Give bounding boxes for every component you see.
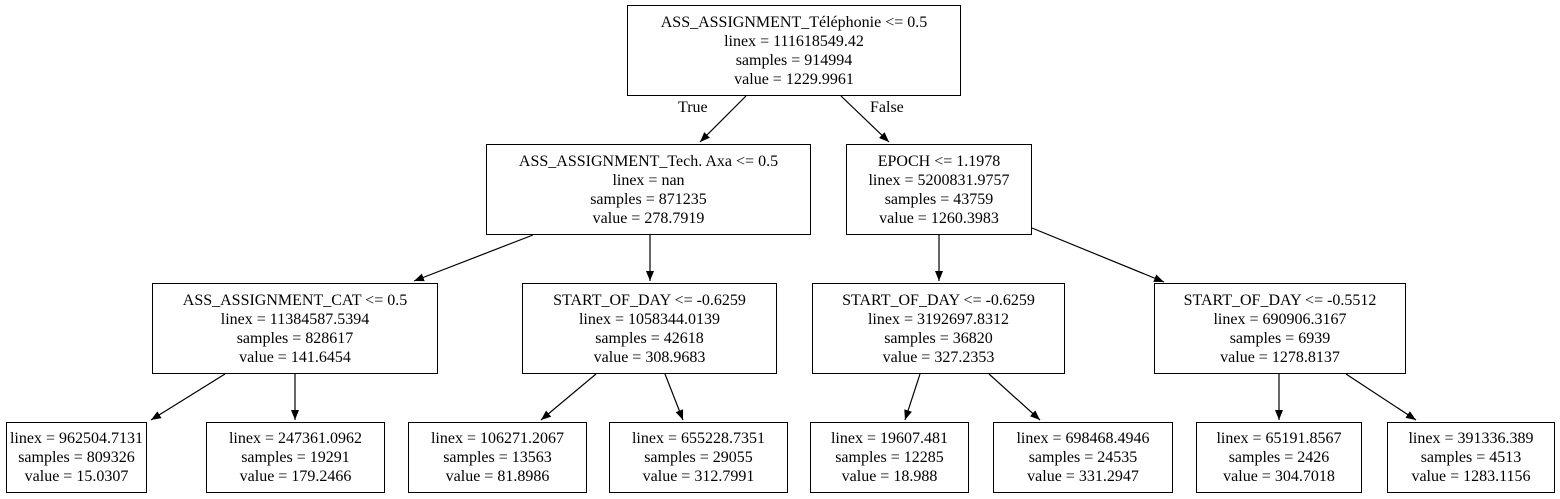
node-line: samples = 24535 xyxy=(1028,449,1138,466)
node-line: EPOCH <= 1.1978 xyxy=(877,152,1001,170)
node-line: linex = nan xyxy=(612,171,685,189)
node-line: linex = 962504.7131 xyxy=(9,430,143,447)
node-line: value = 312.7991 xyxy=(642,468,755,485)
node-line: value = 81.8986 xyxy=(445,468,550,485)
node-line: samples = 29055 xyxy=(644,449,753,466)
node-line: linex = 106271.2067 xyxy=(430,430,564,447)
node-line: linex = 11384587.5394 xyxy=(220,310,370,328)
node-line: ASS_ASSIGNMENT_CAT <= 0.5 xyxy=(182,291,408,309)
edge-n0-n1 xyxy=(699,95,747,143)
node-line: linex = 19607.481 xyxy=(830,430,948,447)
node-line: linex = 65191.8567 xyxy=(1216,430,1342,447)
tree-node-n14: linex = 391336.389 samples = 4513 value = … xyxy=(1387,422,1555,493)
node-line: value = 18.988 xyxy=(841,468,938,485)
node-line: linex = 1058344.0139 xyxy=(578,310,720,328)
edge-n6-n14 xyxy=(1345,373,1417,421)
node-line: value = 304.7018 xyxy=(1223,468,1335,485)
node-line: samples = 19291 xyxy=(241,449,350,466)
node-line: value = 1229.9961 xyxy=(734,70,854,88)
edge-n3-n7 xyxy=(150,373,226,421)
node-line: ASS_ASSIGNMENT_Tech. Axa <= 0.5 xyxy=(518,152,779,170)
tree-node-n10: linex = 655228.7351 samples = 29055 value … xyxy=(609,422,788,493)
node-line: START_OF_DAY <= -0.5512 xyxy=(1183,291,1377,309)
edge-n2-n6 xyxy=(1031,227,1165,283)
tree-node-n8: linex = 247361.0962 samples = 19291 value … xyxy=(206,422,385,493)
node-line: value = 1283.1156 xyxy=(1411,468,1531,485)
tree-node-n11: linex = 19607.481 samples = 12285 value = … xyxy=(810,422,969,493)
edge-label-true: True xyxy=(678,99,708,116)
node-line: linex = 655228.7351 xyxy=(631,430,765,447)
edge-n4-n10 xyxy=(664,373,684,421)
node-line: linex = 690906.3167 xyxy=(1213,310,1347,328)
node-line: ASS_ASSIGNMENT_Téléphonie <= 0.5 xyxy=(660,13,928,31)
node-line: linex = 3192697.8312 xyxy=(867,310,1009,328)
node-line: samples = 2426 xyxy=(1228,449,1330,466)
node-line: value = 1278.8137 xyxy=(1220,348,1340,366)
node-line: samples = 871235 xyxy=(590,190,707,208)
node-line: value = 15.0307 xyxy=(24,468,129,485)
edge-label-false: False xyxy=(870,99,904,116)
tree-node-n7: linex = 962504.7131 samples = 809326 value… xyxy=(6,422,147,493)
node-line: linex = 247361.0962 xyxy=(228,430,362,447)
node-line: START_OF_DAY <= -0.6259 xyxy=(553,291,746,309)
node-line: samples = 36820 xyxy=(884,329,993,347)
node-line: linex = 391336.389 xyxy=(1408,430,1534,447)
node-line: value = 327.2353 xyxy=(882,348,995,366)
node-line: samples = 42618 xyxy=(595,329,704,347)
node-line: value = 331.2947 xyxy=(1027,468,1139,485)
node-line: samples = 6939 xyxy=(1229,329,1331,347)
node-line: samples = 809326 xyxy=(18,449,135,466)
edge-n5-n12 xyxy=(988,373,1041,421)
node-line: samples = 43759 xyxy=(884,190,994,208)
node-line: samples = 4513 xyxy=(1420,449,1522,466)
node-line: START_OF_DAY <= -0.6259 xyxy=(842,291,1035,309)
node-line: value = 1260.3983 xyxy=(879,209,999,227)
node-line: linex = 111618549.42 xyxy=(724,32,864,50)
node-line: samples = 13563 xyxy=(443,449,552,466)
node-line: linex = 5200831.9757 xyxy=(868,171,1010,189)
edge-n1-n3 xyxy=(413,234,534,282)
tree-node-n13: linex = 65191.8567 samples = 2426 value = … xyxy=(1196,422,1362,493)
node-line: value = 179.2466 xyxy=(239,468,352,485)
edge-n5-n11 xyxy=(904,373,921,421)
node-line: value = 308.9683 xyxy=(593,348,706,366)
node-line: linex = 698468.4946 xyxy=(1016,430,1150,447)
node-line: samples = 828617 xyxy=(236,329,354,347)
node-line: value = 278.7919 xyxy=(592,209,705,227)
edge-n0-n2 xyxy=(840,95,890,143)
edge-n4-n9 xyxy=(540,373,597,421)
tree-node-n12: linex = 698468.4946 samples = 24535 value … xyxy=(993,422,1173,493)
node-line: value = 141.6454 xyxy=(239,348,351,366)
tree-node-n9: linex = 106271.2067 samples = 13563 value … xyxy=(408,422,587,493)
node-line: samples = 12285 xyxy=(835,449,944,466)
node-line: samples = 914994 xyxy=(735,51,853,69)
